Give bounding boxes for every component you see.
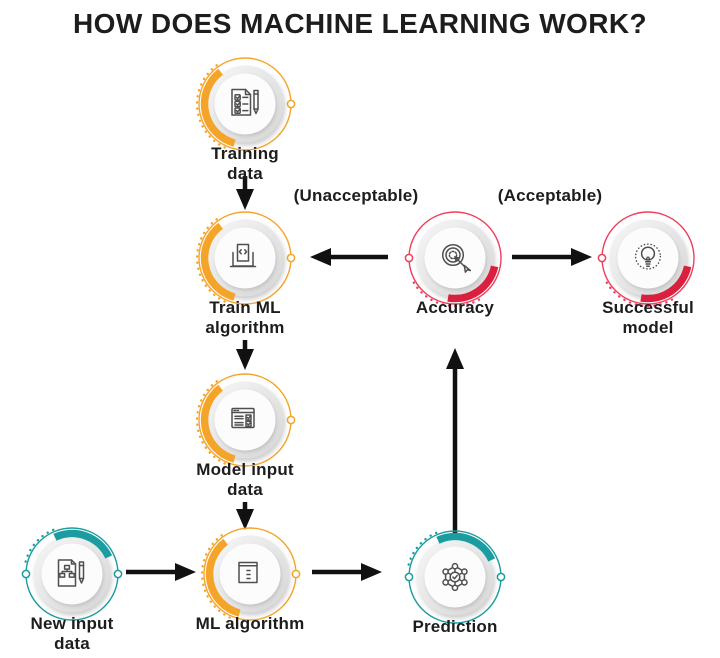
node-ring xyxy=(200,527,301,621)
ring-marker xyxy=(21,569,31,579)
node-ml-algorithm: ML algorithm xyxy=(196,522,304,633)
node-label-training-data: Training data xyxy=(211,144,279,184)
ring-marker xyxy=(404,253,414,263)
node-ring xyxy=(597,211,695,308)
node-successful-model: Successful model xyxy=(596,206,700,337)
ring-marker xyxy=(597,253,607,263)
ring-marker xyxy=(286,99,296,109)
node-label-ml-algorithm: ML algorithm xyxy=(195,614,305,633)
node-ring xyxy=(195,373,296,467)
node-label-successful-model: Successful model xyxy=(602,298,694,338)
ring-marker xyxy=(286,415,296,425)
node-ring xyxy=(195,57,296,151)
node-label-model-input: Model input data xyxy=(196,460,294,500)
node-label-prediction: Prediction xyxy=(412,617,498,636)
ring-marker xyxy=(113,569,123,579)
node-label-new-input: New input data xyxy=(30,614,114,654)
target-cursor-icon xyxy=(441,243,472,273)
window-checklist-icon xyxy=(231,407,255,429)
node-ring xyxy=(404,211,502,308)
node-label-train-ml: Train ML algorithm xyxy=(205,298,285,338)
network-check-icon xyxy=(442,562,468,592)
flow-label-acceptable: (Acceptable) xyxy=(497,186,603,205)
flow-label-unacceptable: (Unacceptable) xyxy=(293,186,419,205)
box-drawer-icon xyxy=(238,561,258,584)
node-new-input: New input data xyxy=(20,522,124,653)
bulb-icon xyxy=(634,243,662,270)
node-prediction: Prediction xyxy=(403,525,507,636)
ring-marker xyxy=(404,572,414,582)
node-ring xyxy=(195,211,296,305)
node-model-input: Model input data xyxy=(193,368,297,499)
node-train-ml: Train ML algorithm xyxy=(193,206,297,337)
code-doc-icon xyxy=(229,243,257,268)
ring-marker xyxy=(291,569,301,579)
node-ring xyxy=(21,527,123,621)
node-accuracy: Accuracy xyxy=(403,206,507,317)
diagram-title: HOW DOES MACHINE LEARNING WORK? xyxy=(73,8,647,39)
checklist-pen-icon xyxy=(231,88,259,116)
node-label-accuracy: Accuracy xyxy=(415,298,495,317)
node-ring xyxy=(404,530,506,624)
node-training-data: Training data xyxy=(193,52,297,183)
ring-marker xyxy=(286,253,296,263)
flowchart-pen-icon xyxy=(57,559,85,587)
ring-marker xyxy=(496,572,506,582)
